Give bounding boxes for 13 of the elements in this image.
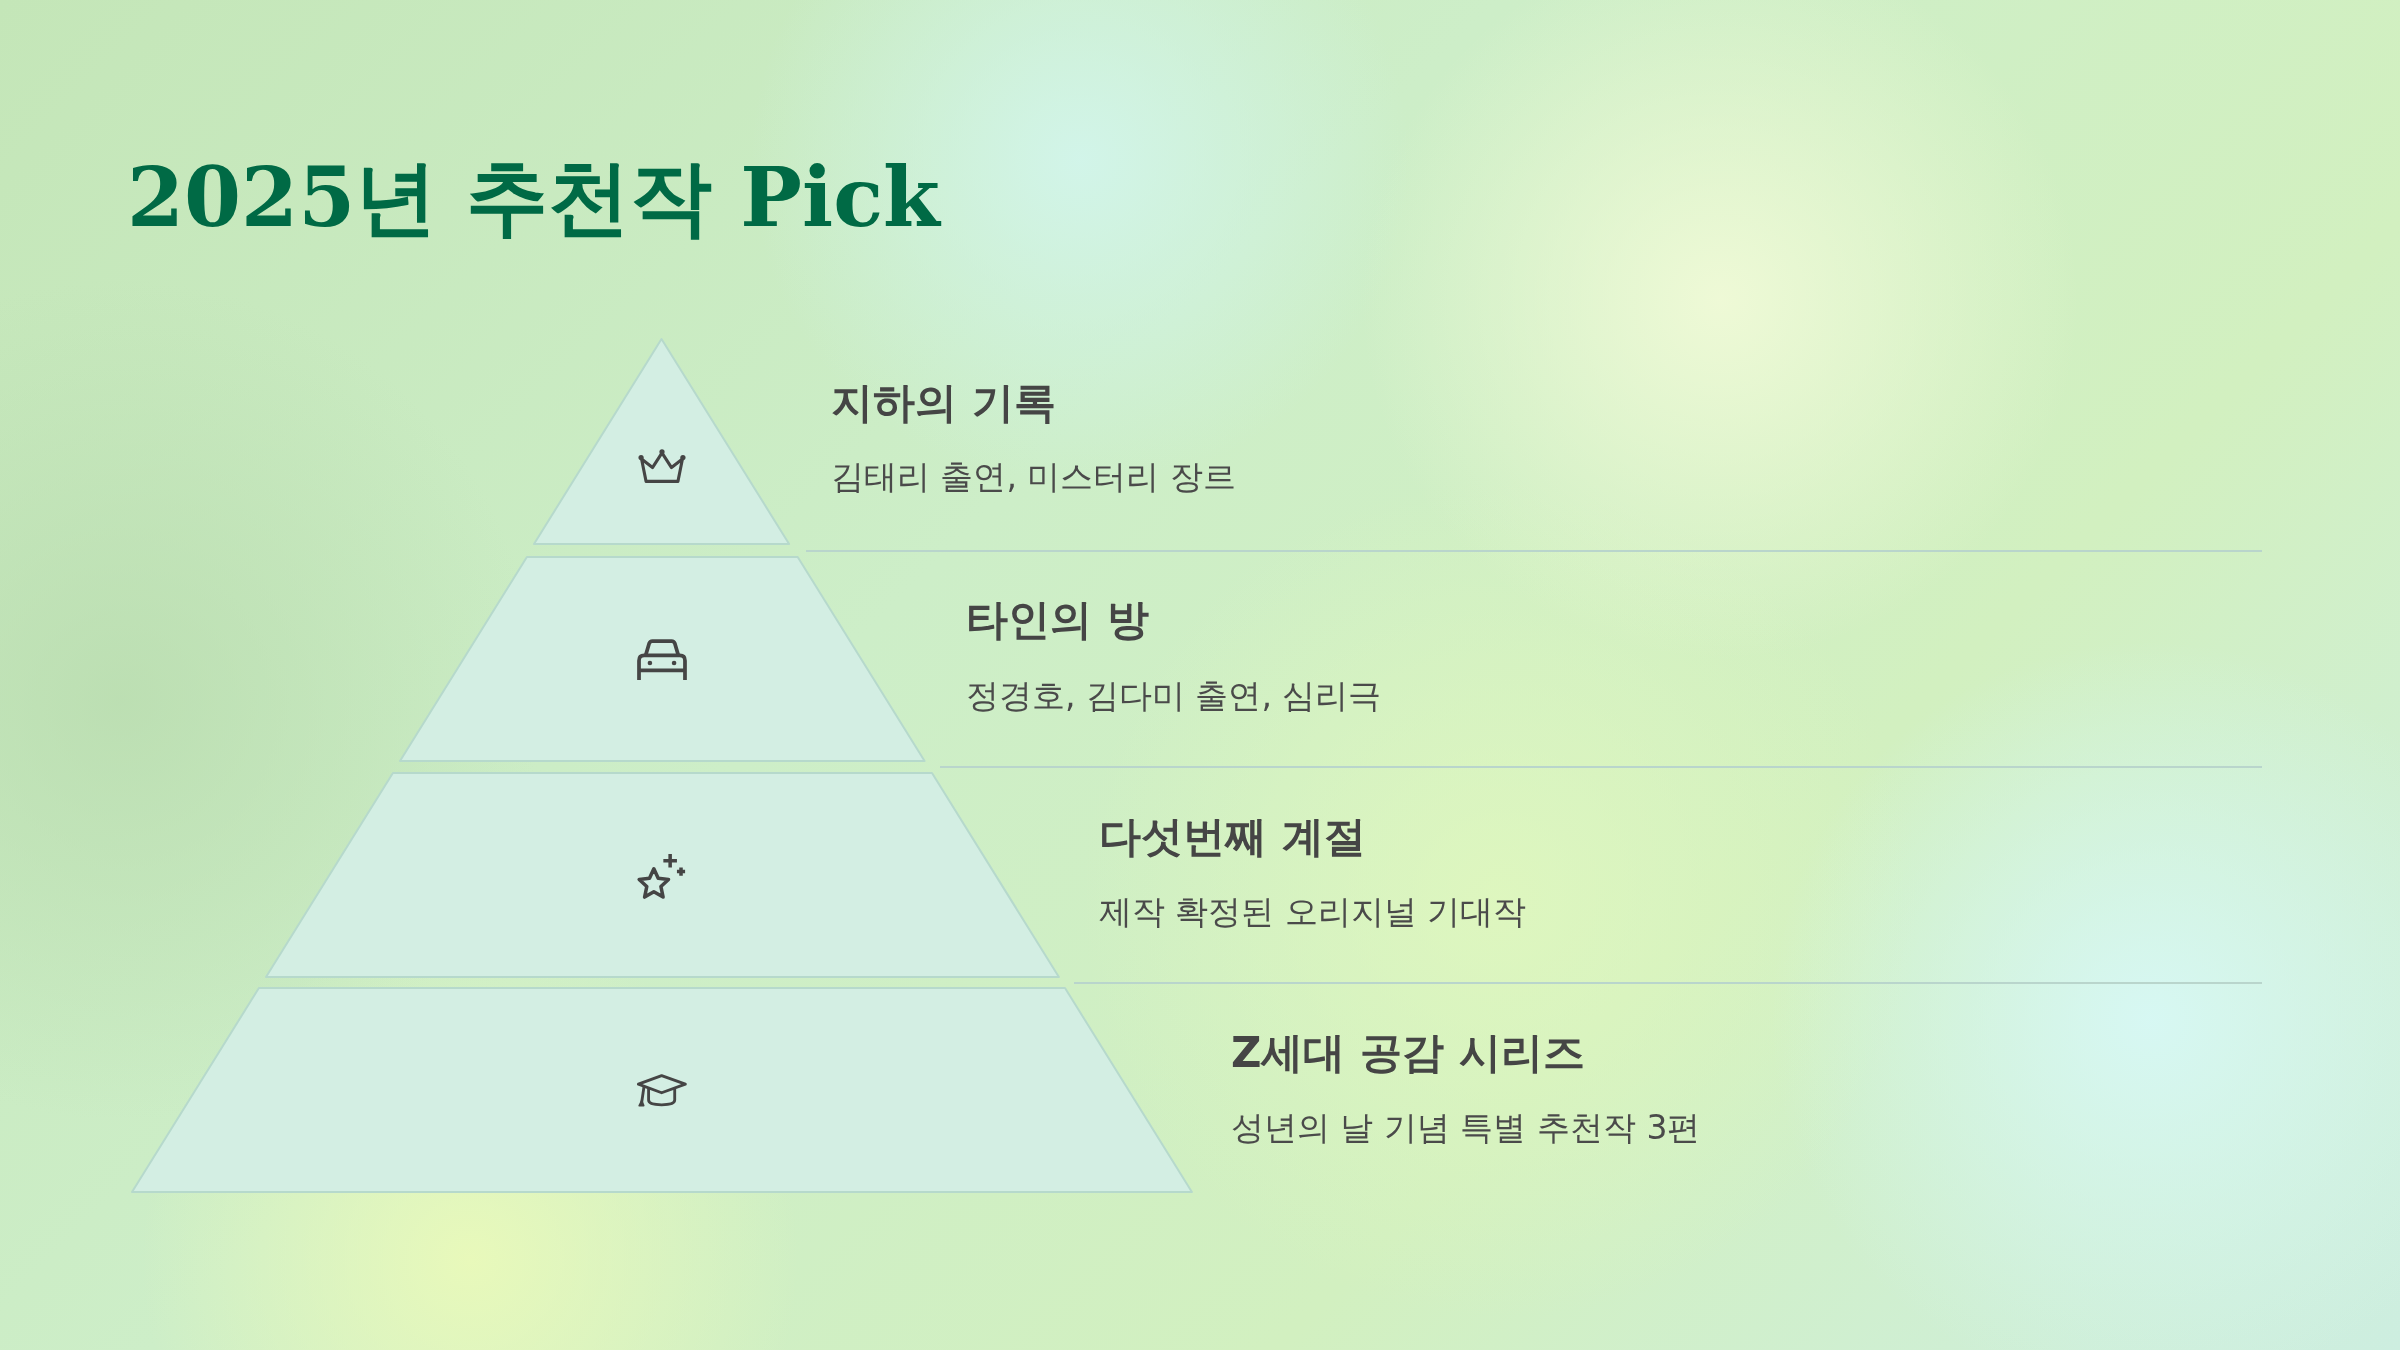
tier-description: 정경호, 김다미 출연, 심리극 [966,676,1382,716]
pyramid-tier [131,987,1193,1193]
tier-description: 제작 확정된 오리지널 기대작 [1099,892,1527,932]
tier-description: 성년의 날 기념 특별 추천작 3편 [1231,1108,1701,1148]
tier-heading: Z세대 공감 시리즈 [1231,1027,1585,1079]
tier-heading: 타인의 방 [966,594,1149,646]
tier-heading: 다섯번째 계절 [1099,811,1366,863]
slide-title: 2025년 추천작 Pick [127,150,940,245]
pyramid-top-triangle [533,338,791,545]
tier-description: 김태리 출연, 미스터리 장르 [831,457,1236,497]
pyramid-tier [264,772,1060,978]
tier-heading: 지하의 기록 [831,377,1056,429]
pyramid-tier [398,556,926,762]
